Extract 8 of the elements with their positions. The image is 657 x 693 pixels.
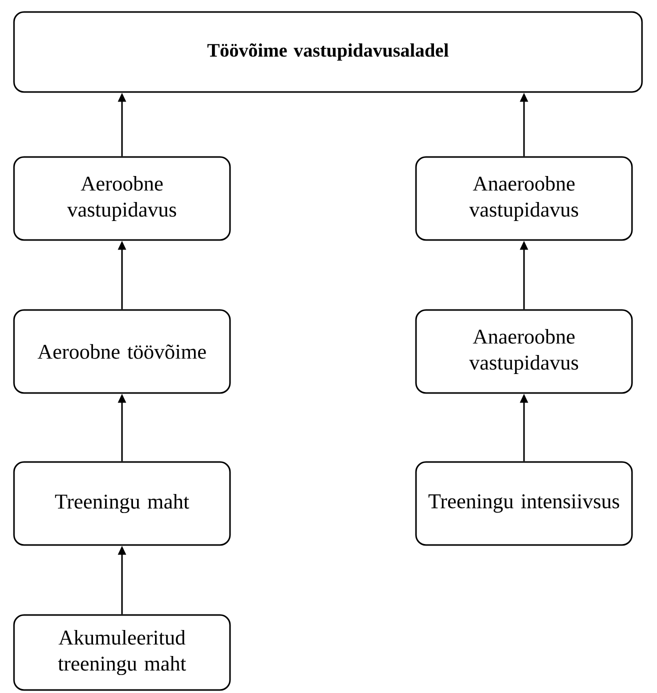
process-box: Töövõime vastupidavusaladel — [13, 11, 643, 93]
process-box: Treeningu intensiivsus — [415, 461, 633, 546]
process-box: Anaeroobne vastupidavus — [415, 156, 633, 241]
process-box: Aeroobne vastupidavus — [13, 156, 231, 241]
process-box: Anaeroobne vastupidavus — [415, 309, 633, 394]
process-box: Akumuleeritud treeningu maht — [13, 614, 231, 691]
process-box: Aeroobne töövõime — [13, 309, 231, 394]
process-box: Treeningu maht — [13, 461, 231, 546]
